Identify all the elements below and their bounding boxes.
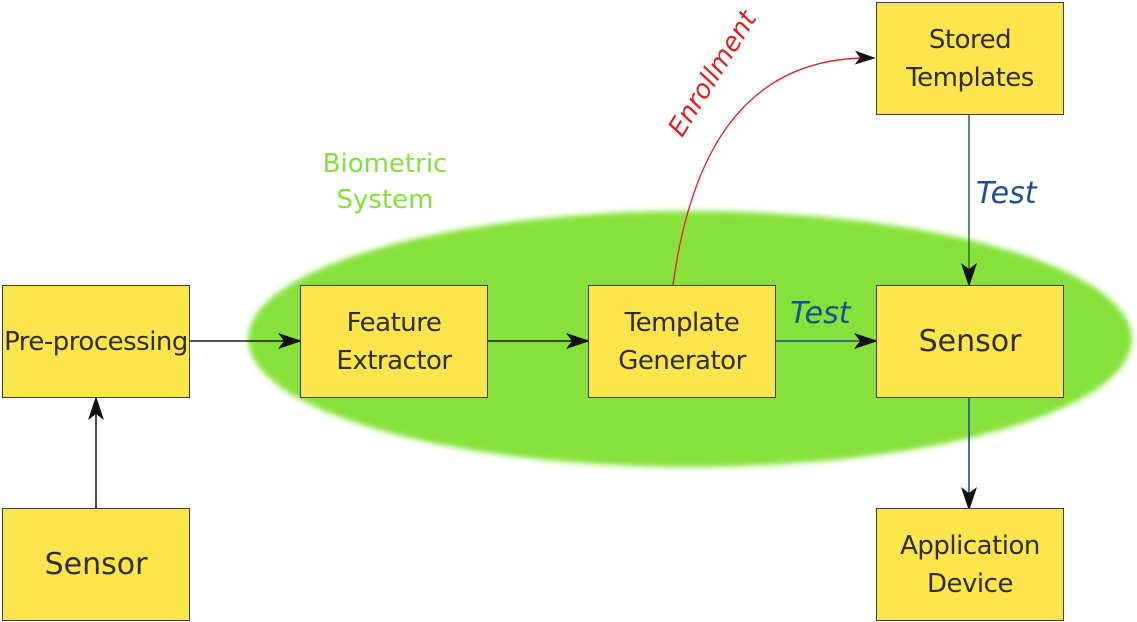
matcher-label: Sensor <box>918 323 1022 359</box>
template-generator-box: Template Generator <box>588 285 776 398</box>
feature-extractor-label-line-2: Extractor <box>336 345 452 376</box>
sensor-input-label: Sensor <box>44 546 148 582</box>
stored-templates-label-line-2: Templates <box>906 62 1034 93</box>
preprocessing-label: Pre-processing <box>4 326 188 357</box>
edge-enrollment-curve <box>672 50 876 286</box>
preprocessing-box: Pre-processing <box>2 285 190 398</box>
application-device-box: Application Device <box>876 508 1064 621</box>
application-device-label-line-1: Application <box>900 530 1040 561</box>
test-edge-label-stored: Test <box>976 176 1037 211</box>
template-generator-label-line-2: Generator <box>618 345 746 376</box>
test-edge-label-generator: Test <box>790 296 851 331</box>
feature-extractor-box: Feature Extractor <box>300 285 488 398</box>
system-label-line-1: Biometric <box>322 149 448 179</box>
stored-templates-box: Stored Templates <box>876 2 1064 115</box>
sensor-input-box: Sensor <box>2 508 190 621</box>
biometric-system-label: Biometric System <box>300 146 470 218</box>
system-label-line-2: System <box>336 185 434 215</box>
feature-extractor-label-line-1: Feature <box>346 307 442 338</box>
application-device-label-line-2: Device <box>927 568 1013 599</box>
stored-templates-label-line-1: Stored <box>928 24 1012 55</box>
matcher-box: Sensor <box>876 285 1064 398</box>
template-generator-label-line-1: Template <box>624 307 740 338</box>
